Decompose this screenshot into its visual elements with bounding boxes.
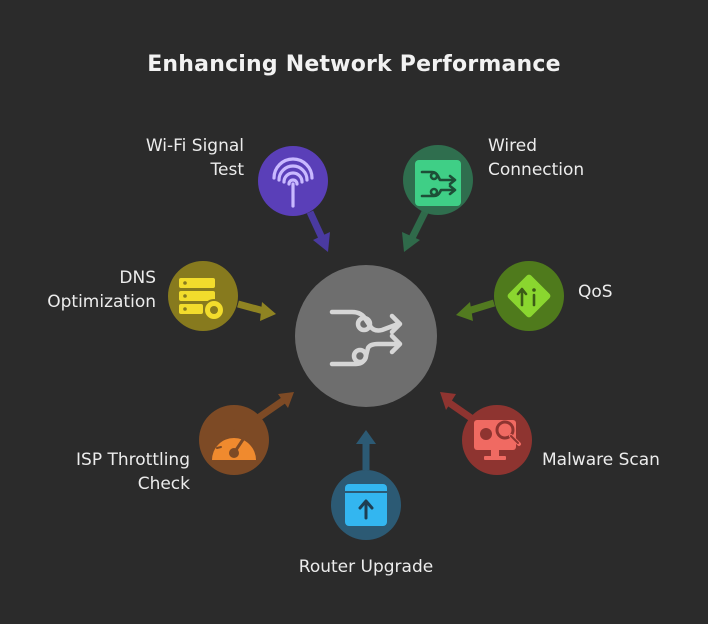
label-dns-optimization: DNS Optimization <box>16 266 156 314</box>
label-wired-connection: Wired Connection <box>488 134 584 182</box>
label-qos: QoS <box>578 280 613 304</box>
label-line: QoS <box>578 282 613 302</box>
connector-router <box>356 430 376 470</box>
speedometer-icon <box>212 429 256 460</box>
label-line: Test <box>210 160 244 180</box>
wired-connection-icon <box>415 160 461 206</box>
label-line: Router Upgrade <box>298 557 434 577</box>
label-line: Connection <box>488 160 585 180</box>
label-line: DNS <box>119 268 156 288</box>
label-line: Malware Scan <box>542 450 660 470</box>
connector-malware <box>440 392 476 423</box>
node-qos <box>494 261 564 331</box>
connector-wifi <box>306 210 330 252</box>
center-hub <box>295 265 437 407</box>
network-routing-icon <box>329 309 403 367</box>
server-settings-icon <box>179 278 225 321</box>
node-dns <box>168 261 238 331</box>
connector-wired <box>402 208 430 252</box>
connector-isp <box>256 392 294 421</box>
label-malware-scan: Malware Scan <box>542 448 660 472</box>
wifi-signal-icon <box>272 157 314 208</box>
label-isp-throttling-check: ISP Throttling Check <box>30 448 190 496</box>
diagram-title: Enhancing Network Performance <box>147 52 561 77</box>
node-router <box>331 470 401 540</box>
connector-dns <box>237 300 276 321</box>
label-line: Wired <box>488 136 538 156</box>
label-line: Wi-Fi Signal <box>145 136 244 156</box>
connector-qos <box>456 299 496 321</box>
label-line: ISP Throttling <box>76 450 190 470</box>
node-malware <box>462 405 532 475</box>
node-wired <box>403 145 473 215</box>
node-isp <box>199 405 269 475</box>
label-wifi-signal-test: Wi-Fi Signal Test <box>96 134 244 182</box>
label-line: Optimization <box>47 292 156 312</box>
router-upgrade-icon <box>345 484 387 526</box>
label-line: Check <box>137 474 190 494</box>
node-wifi <box>258 146 328 216</box>
malware-scan-icon <box>474 420 521 460</box>
label-router-upgrade: Router Upgrade <box>266 555 466 579</box>
priority-arrow-icon <box>507 274 551 318</box>
